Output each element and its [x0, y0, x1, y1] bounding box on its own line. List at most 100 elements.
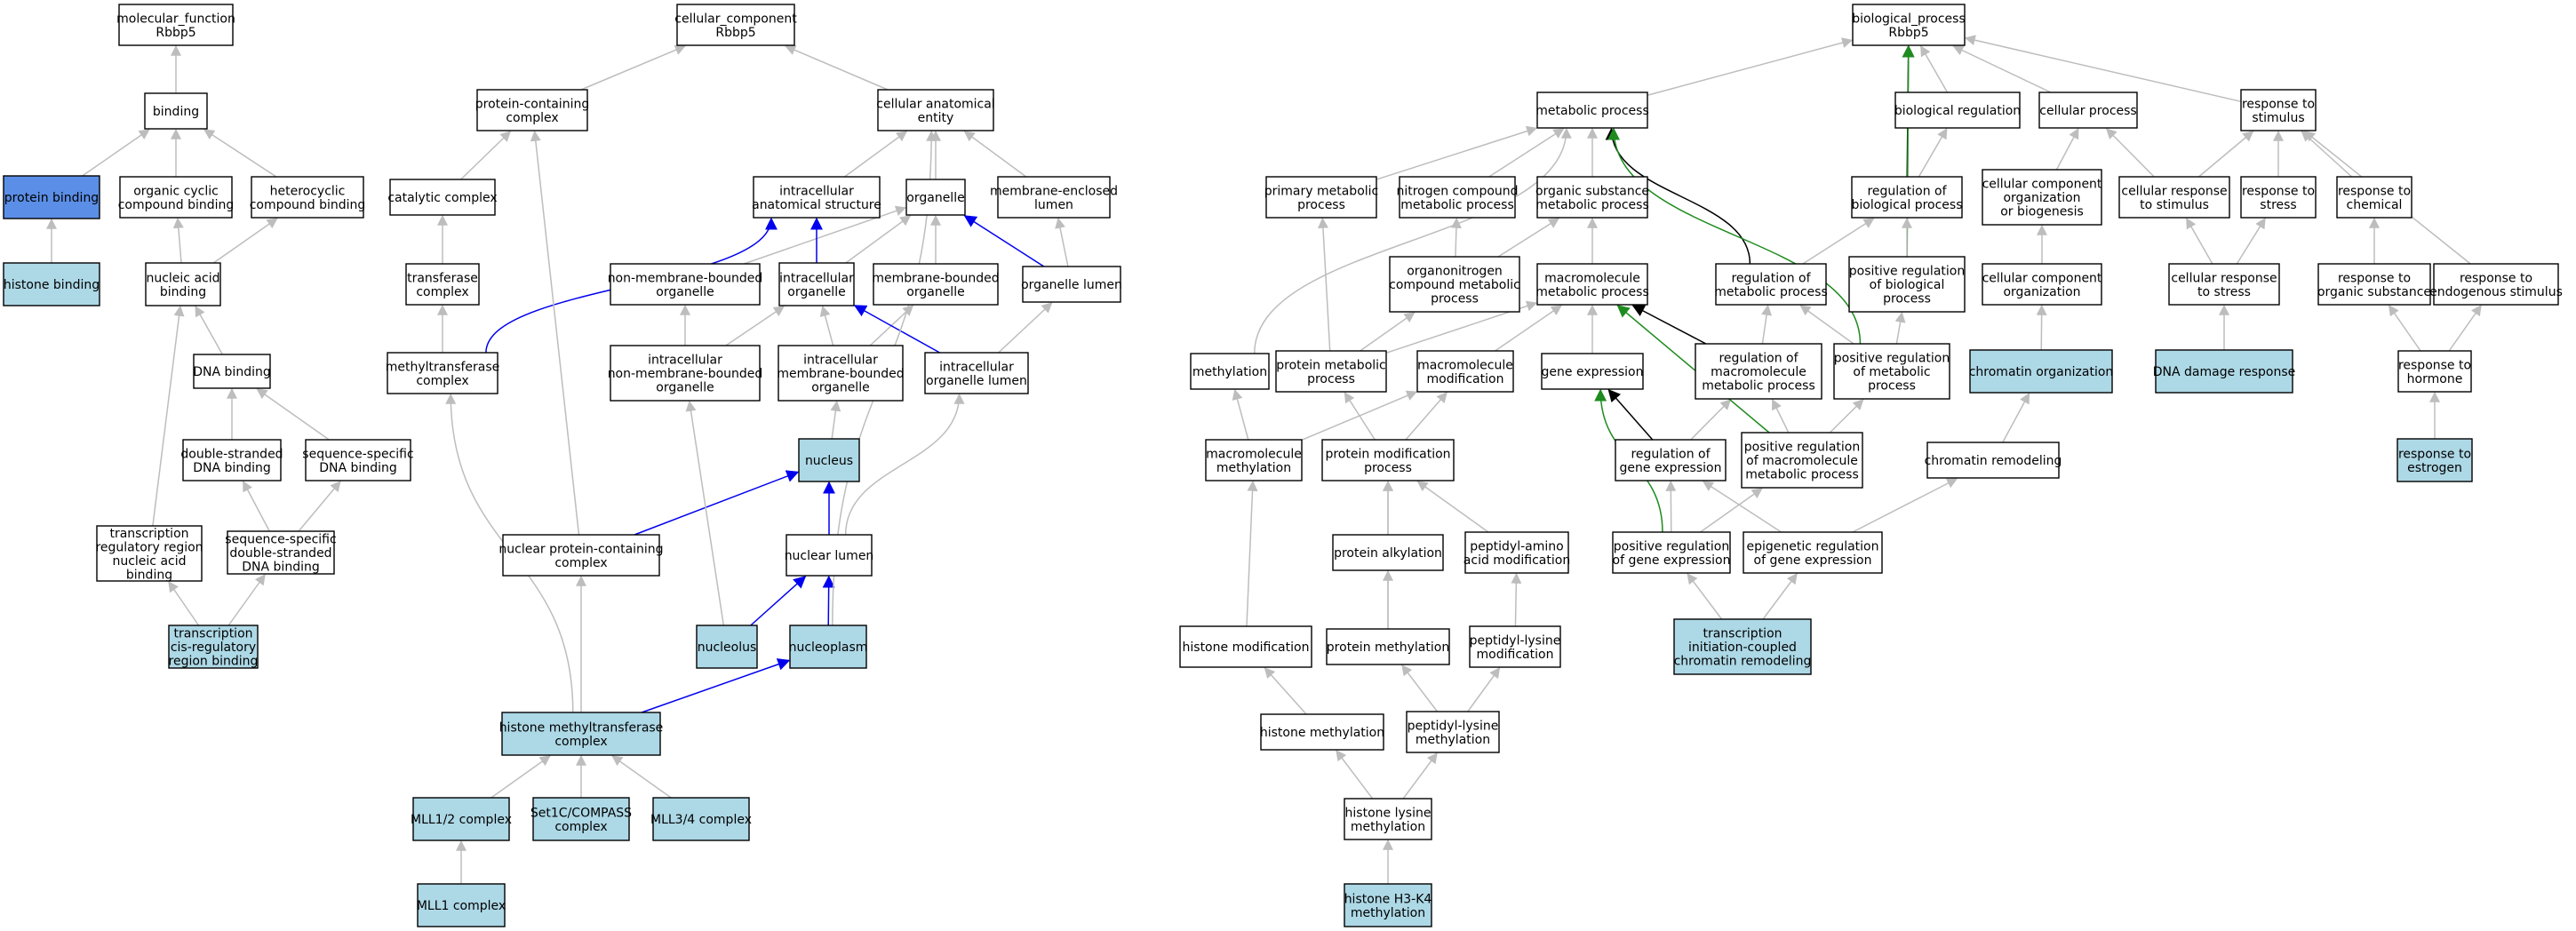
edge-peptidyl_lysine_methylation-to-protein_methylation — [1401, 664, 1439, 712]
node-label: chromatin remodeling — [1674, 655, 1812, 669]
node-label: DNA damage response — [2153, 365, 2296, 379]
go-term-node-histone-modification[interactable]: histone modification — [1179, 625, 1312, 668]
go-term-node-catalytic-complex[interactable]: catalytic complex — [387, 179, 498, 216]
node-box — [1536, 92, 1648, 129]
go-term-node-nuclear-lumen[interactable]: nuclear lumen — [785, 534, 874, 577]
go-term-node-gene-expression[interactable]: gene expression — [1541, 353, 1644, 390]
node-label: of metabolic — [1853, 365, 1930, 379]
go-term-node-organelle-lumen[interactable]: organelle lumen — [1021, 266, 1122, 303]
edge-line — [1700, 488, 1763, 533]
go-term-node-cellular-process[interactable]: cellular process — [2038, 92, 2138, 129]
go-term-node-protein-binding[interactable]: protein binding — [3, 175, 100, 219]
go-term-node-histone-methylation[interactable]: histone methylation — [1260, 713, 1384, 751]
go-term-node-chromatin-remodeling[interactable]: chromatin remodeling — [1925, 442, 2062, 479]
go-term-node-dna-damage-response[interactable]: DNA damage response — [2153, 349, 2296, 394]
go-term-node-nucleus[interactable]: nucleus — [798, 438, 860, 482]
go-term-node-methylation[interactable]: methylation — [1190, 353, 1270, 390]
go-term-node-intra-nonmem-organelle[interactable]: intracellularnon-membrane-boundedorganel… — [608, 345, 763, 402]
go-term-node-nucleolus[interactable]: nucleolus — [696, 625, 758, 669]
edge-line — [1829, 399, 1864, 434]
go-term-node-histone-binding[interactable]: histone binding — [3, 262, 100, 306]
node-label: response to — [2242, 184, 2315, 198]
go-term-node-bio-regulation[interactable]: biological regulation — [1894, 92, 2021, 129]
go-term-node-mll1-complex[interactable]: MLL1 complex — [417, 883, 506, 927]
go-term-node-protein-methylation[interactable]: protein methylation — [1326, 628, 1450, 665]
go-term-node-protein-alkylation[interactable]: protein alkylation — [1332, 534, 1444, 571]
go-term-node-binding[interactable]: binding — [144, 92, 208, 130]
go-term-node-mll34-complex[interactable]: MLL3/4 complex — [650, 797, 752, 841]
go-term-node-mll12-complex[interactable]: MLL1/2 complex — [411, 797, 512, 841]
go-term-node-organelle[interactable]: organelle — [905, 179, 966, 216]
edge-peptidyl_lysine_methylation-to-peptidyl_lysine_mod — [1467, 667, 1501, 712]
go-term-node-tic-chromatin-remodeling[interactable]: transcriptioninitiation-coupledchromatin… — [1673, 618, 1812, 675]
go-term-node-chromatin-organization[interactable]: chromatin organization — [1969, 349, 2114, 394]
edge-line — [1497, 218, 1560, 258]
node-label: process — [1883, 292, 1931, 306]
node-label: positive regulation — [1744, 441, 1860, 455]
go-term-node-metabolic-process[interactable]: metabolic process — [1535, 92, 1649, 129]
edge-line — [963, 131, 1027, 178]
go-term-node-nucleoplasm[interactable]: nucleoplasm — [789, 625, 868, 669]
go-term-node-dna-binding[interactable]: DNA binding — [193, 354, 271, 389]
